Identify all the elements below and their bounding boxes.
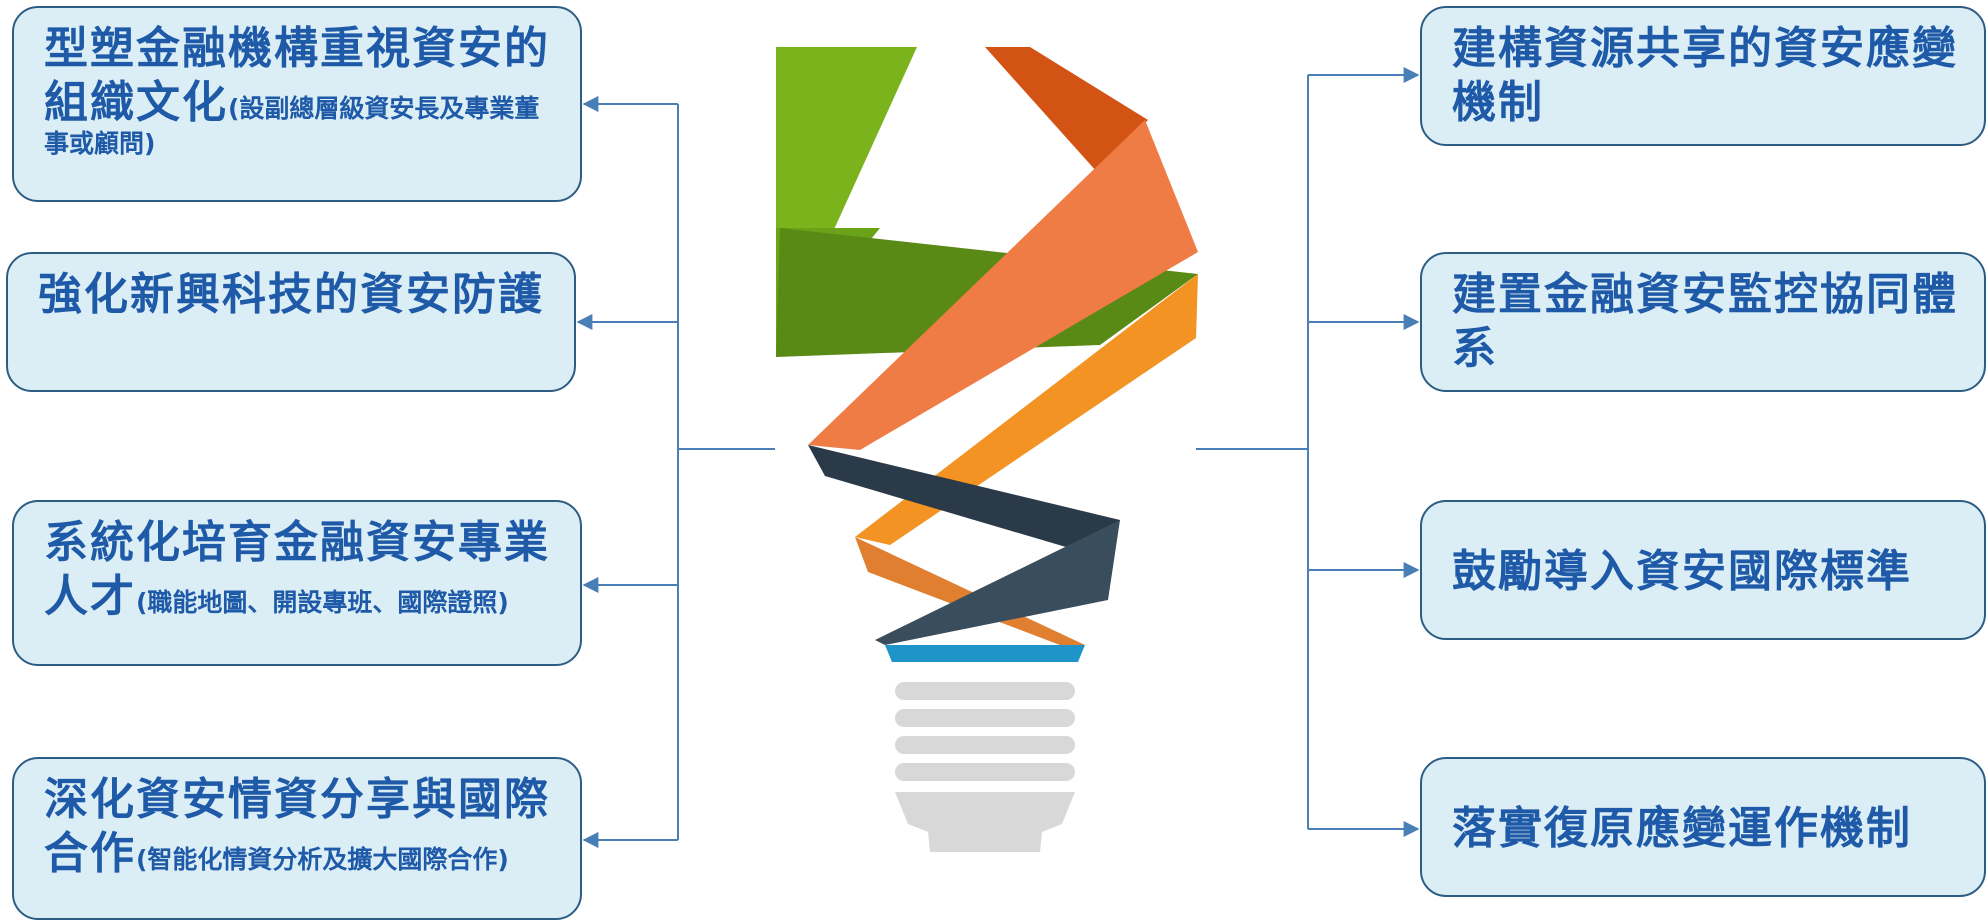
left-box-3-sub: (職能地圖、開設專班、國際證照) [136, 587, 509, 617]
bulb-base-ring-4 [895, 763, 1075, 781]
right-box-3-main: 鼓勵導入資安國際標準 [1452, 546, 1912, 598]
bulb-collar [885, 645, 1085, 662]
bulb-navy-segment [808, 445, 1120, 560]
right-box-2: 建置金融資安監控協同體系 [1420, 252, 1986, 392]
left-box-3-main: 系統化培育金融資安專業人才 [44, 517, 550, 622]
left-box-1-main: 型塑金融機構重視資安的組織文化 [44, 23, 550, 128]
left-box-3: 系統化培育金融資安專業人才(職能地圖、開設專班、國際證照) [12, 500, 582, 666]
left-box-2-main: 強化新興科技的資安防護 [38, 269, 544, 320]
right-box-3: 鼓勵導入資安國際標準 [1420, 500, 1986, 640]
left-box-4-sub: (智能化情資分析及擴大國際合作) [136, 844, 509, 874]
bulb-orange-light-segment [808, 120, 1198, 450]
right-box-1-main: 建構資源共享的資安應變機制 [1452, 23, 1958, 128]
bulb-red-segment [985, 47, 1148, 172]
right-box-4: 落實復原應變運作機制 [1420, 757, 1986, 897]
bulb-base-ring-2 [895, 709, 1075, 727]
bulb-base-cap [895, 792, 1075, 852]
bulb-base-ring-3 [895, 736, 1075, 754]
left-box-4-main: 深化資安情資分享與國際合作 [44, 774, 550, 879]
left-box-4: 深化資安情資分享與國際合作(智能化情資分析及擴大國際合作) [12, 757, 582, 920]
right-box-4-main: 落實復原應變運作機制 [1452, 803, 1912, 855]
bulb-slate-segment [875, 520, 1120, 645]
left-box-2: 強化新興科技的資安防護 [6, 252, 576, 392]
left-box-1-sub: (設副總層級資安長及專業董事或顧問) [44, 93, 540, 159]
bulb-base-ring-1 [895, 682, 1075, 700]
right-box-1: 建構資源共享的資安應變機制 [1420, 6, 1986, 146]
right-box-2-main: 建置金融資安監控協同體系 [1452, 269, 1958, 374]
left-box-1: 型塑金融機構重視資安的組織文化(設副總層級資安長及專業董事或顧問) [12, 6, 582, 202]
